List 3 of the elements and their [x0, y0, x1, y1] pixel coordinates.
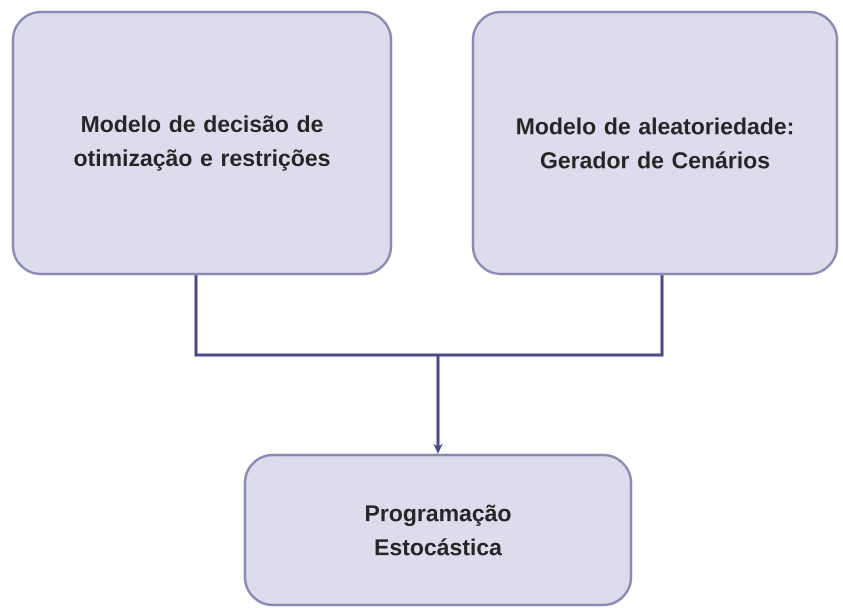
- rounded-box: Modelo de decisão de otimização e restrições: [12, 10, 392, 276]
- rounded-box: Programação Estocástica: [244, 454, 632, 606]
- rounded-box: Modelo de aleatoriedade: Gerador de Cenários: [472, 10, 838, 276]
